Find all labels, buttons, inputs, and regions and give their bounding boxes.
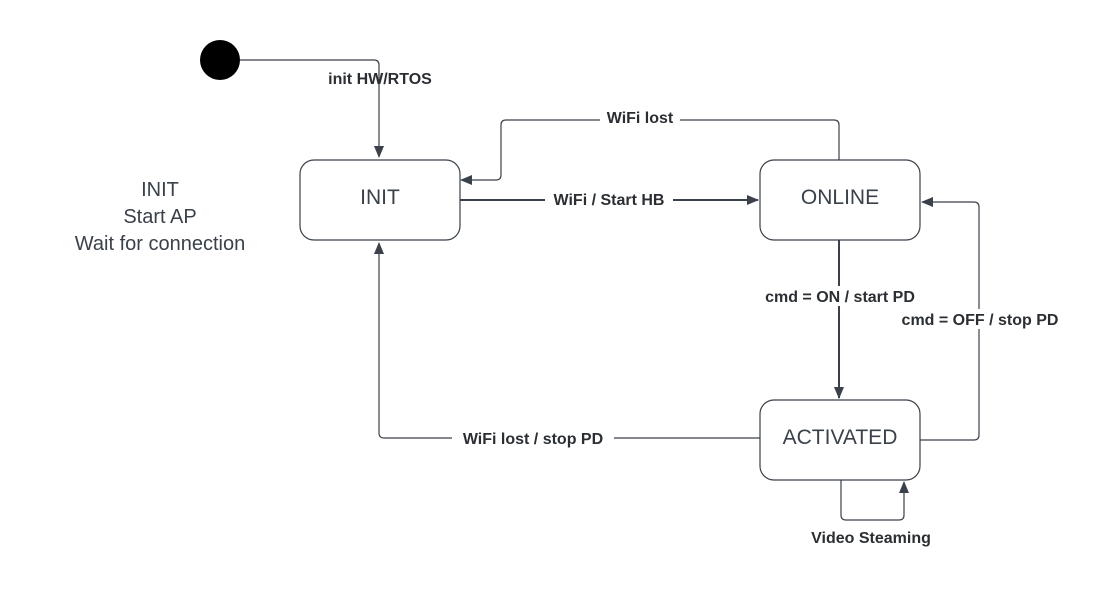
label-online-to-init: WiFi lost [607,110,674,127]
state-init-label: INIT [360,186,400,209]
label-initial: init HW/RTOS [328,71,432,88]
label-online-to-activated: cmd = ON / start PD [765,289,915,306]
init-note-line: Wait for connection [74,233,246,255]
init-note: INIT Start AP Wait for connection [40,177,280,258]
label-activated-to-online: cmd = OFF / stop PD [902,312,1059,329]
edge-activated-self-loop [840,480,909,521]
state-online-label: ONLINE [801,186,879,209]
edge-initial-to-init [240,59,384,158]
state-init: INIT [299,159,461,241]
label-activated-to-init: WiFi lost / stop PD [463,431,603,448]
init-note-line: INIT [141,179,179,201]
state-activated-label: ACTIVATED [783,426,898,449]
init-note-line: Start AP [123,206,197,228]
edge-online-to-init [460,119,840,185]
state-online: ONLINE [759,159,921,241]
initial-state-dot [200,40,240,80]
edge-activated-to-init [374,242,760,439]
label-activated-self: Video Steaming [811,530,931,547]
state-activated: ACTIVATED [759,399,921,481]
label-init-to-online: WiFi / Start HB [554,192,665,209]
